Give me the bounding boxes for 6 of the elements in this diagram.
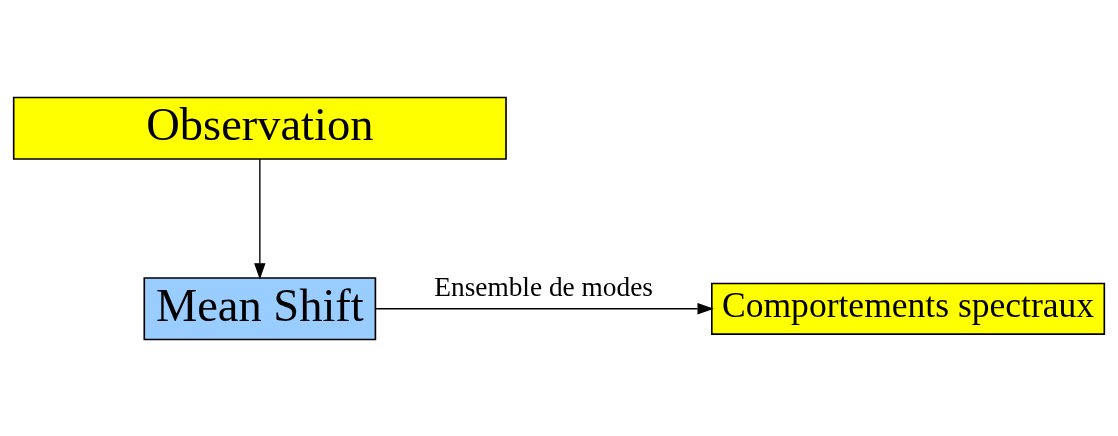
arrow [375,302,714,314]
node-box: Mean Shift [143,276,377,340]
node-box: Comportements spectraux [711,282,1106,335]
arrow [254,158,266,280]
node-box: Observation [12,96,507,160]
edge-label: Ensemble de modes [434,271,653,302]
